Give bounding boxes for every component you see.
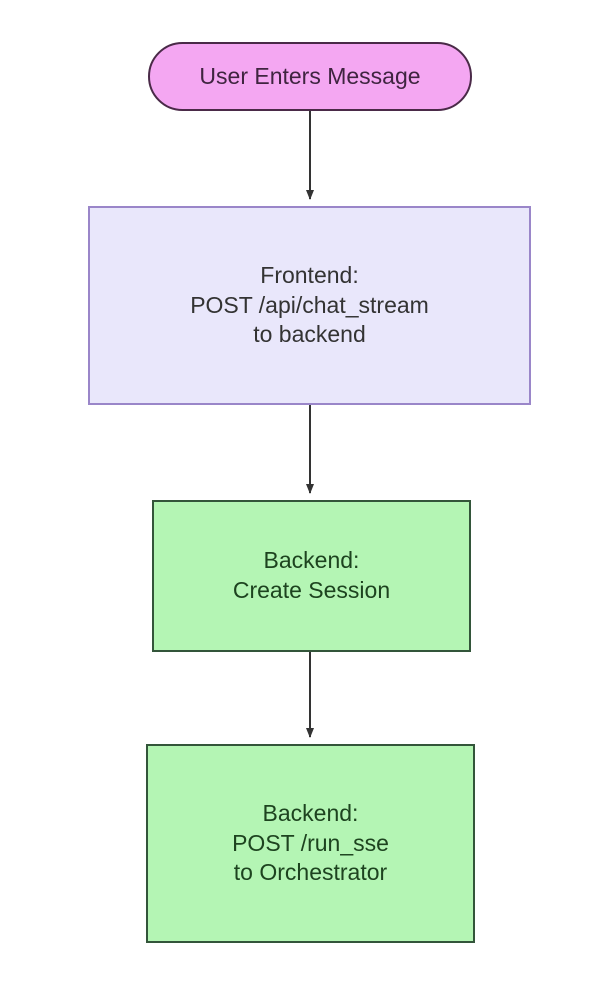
node-label-line: to Orchestrator (233, 859, 388, 886)
node-frontend-post-chat-stream[interactable]: Frontend: POST /api/chat_stream to backe… (88, 206, 531, 405)
node-label-line: User Enters Message (199, 62, 421, 89)
node-label-line: POST /api/chat_stream (190, 291, 429, 318)
node-label-line: to backend (253, 321, 366, 348)
node-label-line: POST /run_sse (232, 829, 389, 856)
node-label-line: Frontend: (260, 261, 359, 288)
node-label-line: Backend: (263, 547, 360, 574)
node-backend-post-run-sse[interactable]: Backend: POST /run_sse to Orchestrator (146, 744, 475, 943)
node-label-line: Backend: (262, 799, 359, 826)
node-backend-create-session[interactable]: Backend: Create Session (152, 500, 471, 652)
node-label-line: Create Session (232, 577, 391, 603)
node-user-enters-message[interactable]: User Enters Message (148, 42, 472, 111)
